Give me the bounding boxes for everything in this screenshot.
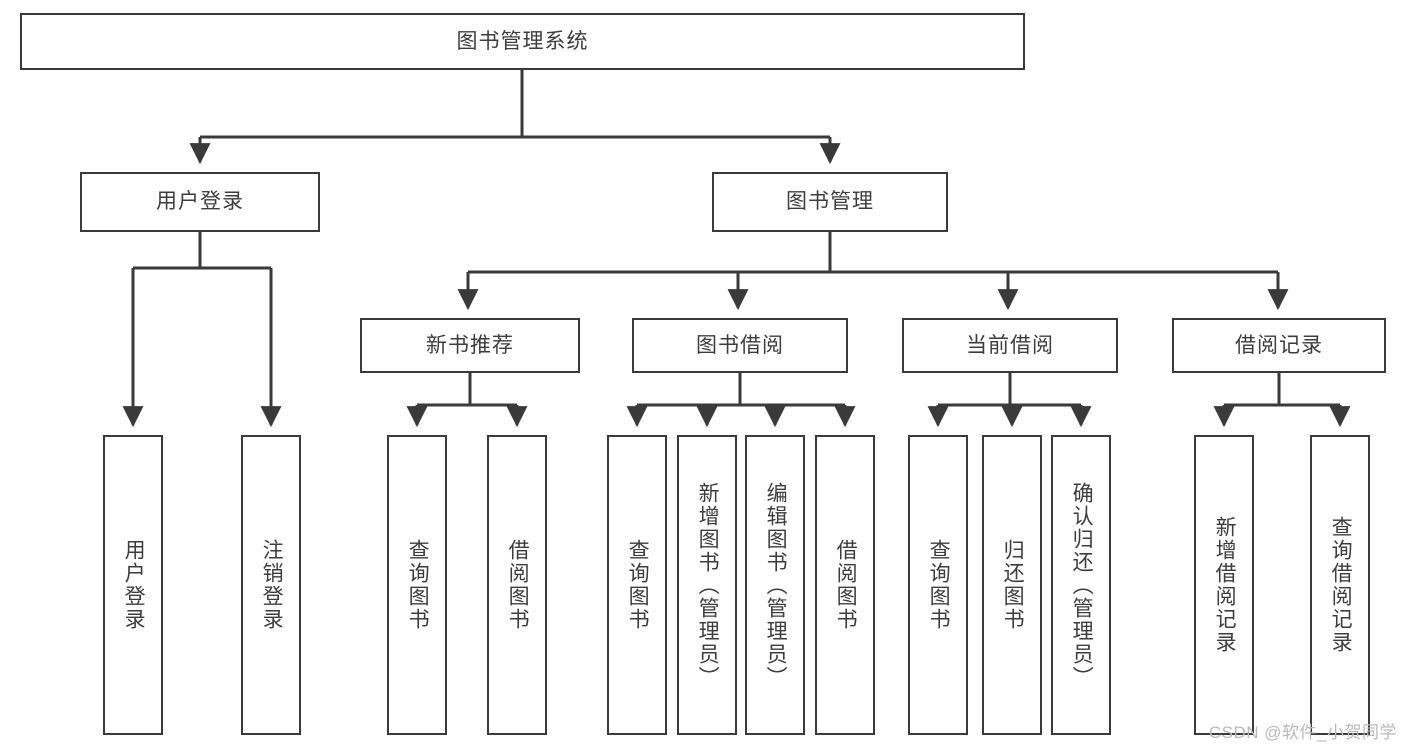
node-leaf-query-book-3[interactable]: 查询图书 — [908, 435, 968, 735]
node-leaf-edit-book[interactable]: 编辑图书（管理员） — [745, 435, 805, 735]
node-leaf-user-login[interactable]: 用户登录 — [103, 435, 163, 735]
watermark-text: CSDN @软件_小贺同学 — [1208, 723, 1397, 742]
node-root[interactable]: 图书管理系统 — [20, 13, 1025, 70]
node-borrow-record-label: 借阅记录 — [1235, 333, 1323, 357]
node-leaf-confirm-return[interactable]: 确认归还（管理员） — [1051, 435, 1111, 735]
node-leaf-user-login-label: 用户登录 — [122, 539, 146, 631]
node-leaf-borrow-book-1[interactable]: 借阅图书 — [487, 435, 547, 735]
node-leaf-add-record[interactable]: 新增借阅记录 — [1194, 435, 1254, 735]
node-leaf-query-book-2[interactable]: 查询图书 — [607, 435, 667, 735]
node-leaf-return-book-label: 归还图书 — [1001, 539, 1025, 631]
node-leaf-logout[interactable]: 注销登录 — [241, 435, 301, 735]
node-book-borrow[interactable]: 图书借阅 — [632, 318, 848, 373]
node-leaf-add-record-label: 新增借阅记录 — [1213, 516, 1237, 654]
node-user-login[interactable]: 用户登录 — [80, 172, 320, 232]
node-leaf-logout-label: 注销登录 — [260, 539, 284, 631]
node-book-manage-label: 图书管理 — [786, 190, 874, 214]
node-root-label: 图书管理系统 — [456, 29, 589, 53]
node-leaf-edit-book-label: 编辑图书（管理员） — [764, 481, 788, 689]
node-leaf-add-book[interactable]: 新增图书（管理员） — [677, 435, 737, 735]
node-leaf-confirm-return-label: 确认归还（管理员） — [1070, 481, 1094, 689]
node-leaf-query-book-3-label: 查询图书 — [927, 539, 951, 631]
node-book-borrow-label: 图书借阅 — [696, 333, 784, 357]
node-leaf-query-record[interactable]: 查询借阅记录 — [1310, 435, 1370, 735]
node-leaf-borrow-book-2[interactable]: 借阅图书 — [815, 435, 875, 735]
node-leaf-query-book-1[interactable]: 查询图书 — [387, 435, 447, 735]
node-leaf-query-record-label: 查询借阅记录 — [1329, 516, 1353, 654]
node-new-book-rec[interactable]: 新书推荐 — [360, 318, 580, 373]
node-leaf-query-book-1-label: 查询图书 — [406, 539, 430, 631]
node-user-login-label: 用户登录 — [156, 190, 244, 214]
node-leaf-add-book-label: 新增图书（管理员） — [696, 481, 720, 689]
node-current-borrow[interactable]: 当前借阅 — [902, 318, 1118, 373]
node-current-borrow-label: 当前借阅 — [966, 333, 1054, 357]
node-leaf-borrow-book-2-label: 借阅图书 — [834, 539, 858, 631]
node-new-book-rec-label: 新书推荐 — [426, 333, 514, 357]
node-book-manage[interactable]: 图书管理 — [712, 172, 948, 232]
node-borrow-record[interactable]: 借阅记录 — [1172, 318, 1386, 373]
node-leaf-query-book-2-label: 查询图书 — [626, 539, 650, 631]
node-leaf-return-book[interactable]: 归还图书 — [982, 435, 1042, 735]
node-leaf-borrow-book-1-label: 借阅图书 — [506, 539, 530, 631]
